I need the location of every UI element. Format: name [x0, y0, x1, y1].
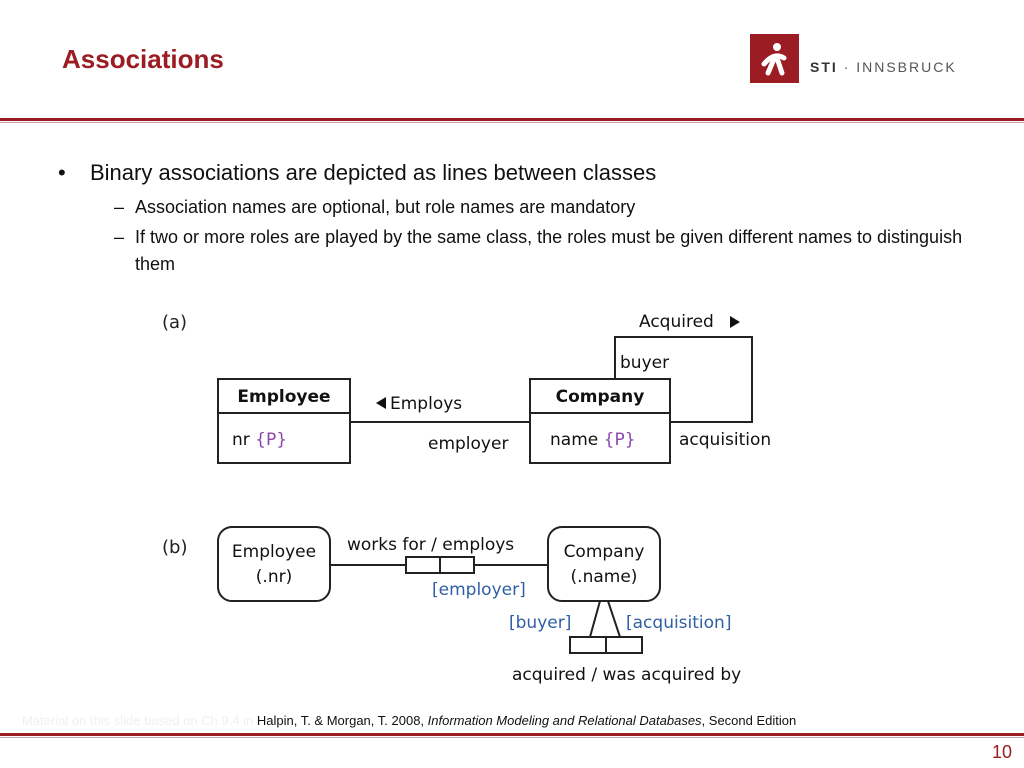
orm-entity-employee: Employee (.nr) [217, 526, 331, 602]
citation-authors: Halpin, T. & Morgan, T. 2008, [256, 713, 428, 728]
citation-edition: , Second Edition [701, 713, 797, 728]
orm-company-ref: (.name) [571, 567, 638, 587]
left-triangle-icon [376, 397, 386, 409]
bullet-main: • Binary associations are depicted as li… [58, 158, 988, 188]
acquired-association-loop [614, 336, 753, 423]
citation-book-title: Information Modeling and Relational Data… [427, 713, 702, 728]
orm-entity-company: Company (.name) [547, 526, 661, 602]
sti-innsbruck-logo: STI · INNSBRUCK [750, 34, 970, 84]
diagram-b-label: (b) [162, 537, 187, 558]
uml-class-employee: Employee nr {P} [217, 378, 351, 464]
orm-buyer-role: [buyer] [509, 613, 571, 633]
acquired-assoc-name: Acquired [639, 312, 714, 332]
employee-identifier: {P} [255, 430, 287, 450]
employs-assoc-name: Employs [390, 394, 462, 414]
citation-prefix: Material on this slide based on Ch 9.4 i… [22, 713, 257, 728]
works-for-fact-type [405, 556, 475, 574]
bullet-main-text: Binary associations are depicted as line… [90, 160, 657, 185]
company-identifier: {P} [604, 430, 636, 450]
bullet-icon: • [58, 160, 66, 185]
orm-employee-name: Employee [232, 542, 316, 562]
sub-bullet-2-text: If two or more roles are played by the s… [135, 227, 963, 274]
works-for-reading: works for / employs [347, 535, 514, 555]
svg-text:nr {P}: nr {P} [232, 430, 287, 450]
source-citation: Material on this slide based on Ch 9.4 i… [22, 713, 796, 728]
acquisition-connector [607, 600, 621, 638]
orm-employee-ref: (.nr) [256, 567, 292, 587]
diagram-a-label: (a) [162, 312, 187, 333]
employee-attr: nr [232, 430, 250, 450]
orm-company-name: Company [564, 542, 645, 562]
sub-bullet-1-text: Association names are optional, but role… [135, 197, 636, 217]
employee-class-name: Employee [237, 387, 330, 407]
employer-role-name: employer [428, 434, 508, 454]
logo-text: STI · INNSBRUCK [810, 59, 957, 75]
bullet-list: • Binary associations are depicted as li… [58, 158, 988, 281]
slide-title: Associations [62, 44, 224, 74]
orm-employer-role: [employer] [432, 580, 526, 600]
footer-divider-thin [0, 737, 1024, 738]
page-number: 10 [991, 742, 1012, 762]
orm-acquisition-role: [acquisition] [626, 613, 731, 633]
dash-icon: – [114, 197, 125, 217]
right-triangle-icon [730, 316, 740, 328]
svg-text:name {P}: name {P} [550, 430, 636, 450]
buyer-connector [589, 600, 601, 638]
sub-bullet-1: – Association names are optional, but ro… [58, 194, 988, 221]
sub-bullet-2: – If two or more roles are played by the… [58, 224, 988, 278]
dash-icon: – [114, 227, 125, 247]
company-attr: name [550, 430, 598, 450]
association-diagram: (a) Employee nr {P} Company name {P} Emp… [150, 295, 830, 695]
acquired-reading: acquired / was acquired by [512, 665, 741, 685]
header-divider [0, 118, 1024, 121]
footer-divider [0, 733, 1024, 736]
company-class-name: Company [556, 387, 645, 407]
acquisition-role-name: acquisition [679, 430, 771, 450]
acquired-fact-type [569, 636, 643, 654]
uml-class-company: Company name {P} [529, 378, 671, 464]
buyer-role-name: buyer [620, 353, 669, 373]
header-divider-thin [0, 122, 1024, 123]
logo-mark-icon [750, 34, 799, 83]
